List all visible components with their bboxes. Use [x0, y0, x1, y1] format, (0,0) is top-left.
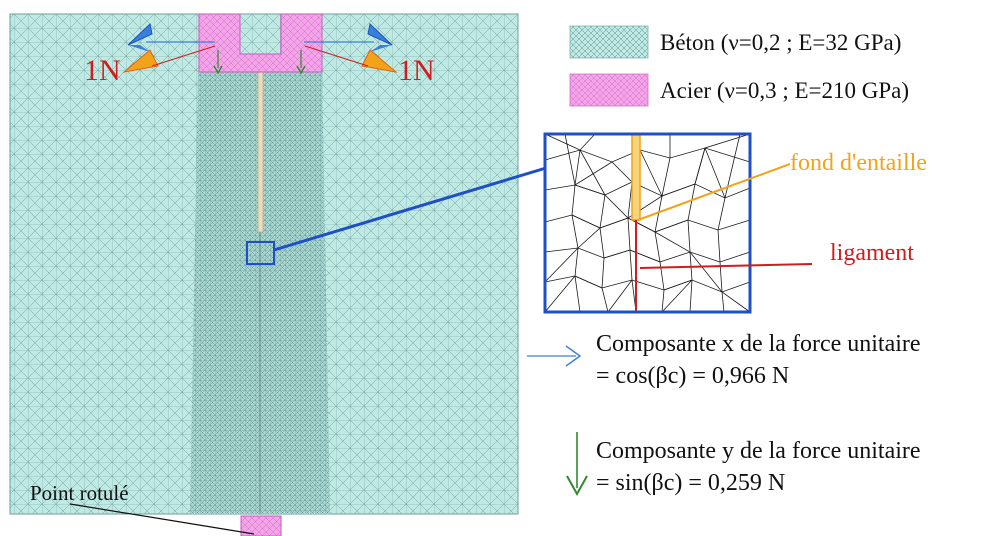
zoom-connector	[273, 166, 547, 252]
y-component-note: Composante y de la force unitaire = sin(…	[566, 432, 921, 497]
material-legend: Béton (ν=0,2 ; E=32 GPa) Acier (ν=0,3 ; …	[569, 25, 909, 107]
resultant-arrow-right	[361, 49, 398, 73]
steel-platens	[198, 13, 323, 536]
concrete-specimen	[9, 13, 519, 515]
legend-steel-label: Acier (ν=0,3 ; E=210 GPa)	[660, 78, 909, 103]
notch	[257, 71, 264, 233]
legend-concrete-label: Béton (ν=0,2 ; E=32 GPa)	[660, 30, 901, 55]
right-load-label: 1N	[398, 54, 435, 87]
zoom-inset	[543, 132, 752, 314]
support-label: Point rotulé	[30, 481, 129, 505]
left-load-label: 1N	[84, 54, 121, 87]
zoom-notch	[631, 133, 641, 221]
top-steel-platen	[198, 13, 323, 73]
support-leader	[69, 503, 255, 535]
notch-tip-label: fond d'entaille	[790, 150, 927, 176]
y-component-line2: = sin(βc) = 0,259 N	[596, 470, 785, 496]
y-component-line1: Composante y de la force unitaire	[596, 438, 921, 464]
resultant-arrow-left	[122, 49, 159, 73]
ligament-leader	[639, 263, 813, 269]
x-component-line2: = cos(βc) = 0,966 N	[596, 363, 789, 389]
x-component-line1: Composante x de la force unitaire	[596, 331, 921, 357]
right-load-arrows	[296, 23, 398, 75]
bottom-steel-support	[240, 515, 282, 536]
legend-concrete-swatch	[569, 25, 649, 59]
zoom-frame	[543, 132, 752, 314]
ligament-label: ligament	[830, 240, 914, 266]
x-component-note: Composante x de la force unitaire = cos(…	[527, 331, 921, 389]
left-load-arrows	[122, 23, 223, 75]
zoom-selection-box	[246, 241, 275, 265]
notch-tip-leader	[637, 163, 791, 221]
legend-steel-swatch	[569, 73, 649, 107]
